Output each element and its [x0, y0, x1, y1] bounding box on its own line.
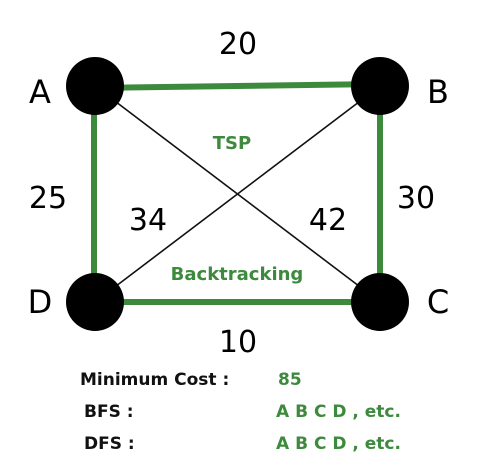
weight-a-c: 42 [309, 203, 347, 238]
minimum-cost-label: Minimum Cost : [80, 370, 230, 390]
node-d [66, 273, 124, 331]
bfs-value: A B C D , etc. [276, 402, 401, 422]
weight-a-d: 25 [29, 181, 67, 216]
dfs-value: A B C D , etc. [276, 434, 401, 454]
node-b [351, 57, 409, 115]
edge-a-b [94, 81, 381, 91]
node-label-c: C [427, 283, 449, 321]
node-label-a: A [29, 73, 51, 111]
edge-b-d [94, 85, 381, 303]
node-label-b: B [427, 73, 449, 111]
caption-backtracking: Backtracking [171, 264, 304, 285]
minimum-cost-value: 85 [278, 370, 302, 390]
caption-tsp: TSP [213, 133, 251, 154]
node-c [351, 273, 409, 331]
weight-b-d: 34 [129, 203, 167, 238]
weight-d-c: 10 [219, 325, 257, 360]
weight-b-c: 30 [397, 181, 435, 216]
bfs-label: BFS : [84, 402, 134, 422]
weight-a-b: 20 [219, 27, 257, 62]
node-label-d: D [28, 283, 53, 321]
dfs-label: DFS : [84, 434, 135, 454]
node-a [66, 57, 124, 115]
